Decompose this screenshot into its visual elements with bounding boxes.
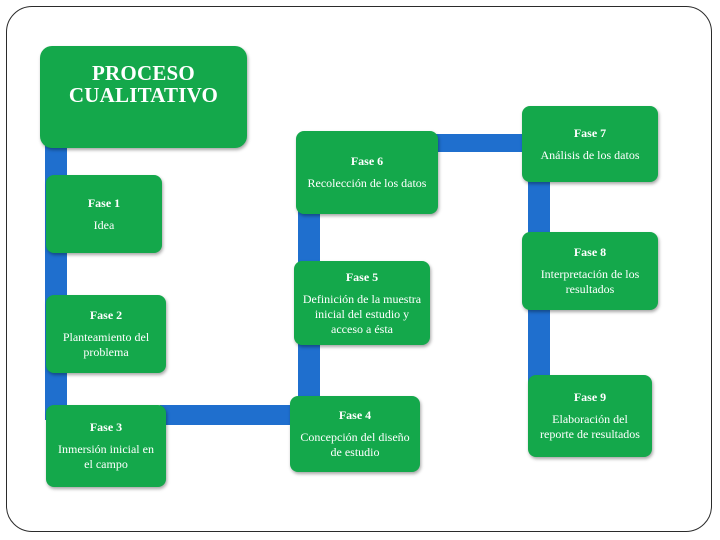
phase-7-box: Fase 7 Análisis de los datos (522, 106, 658, 182)
phase-label: Fase 2 (89, 308, 123, 322)
phase-label: Fase 4 (338, 408, 372, 422)
phase-2-box: Fase 2 Planteamiento del problema (46, 295, 166, 373)
phase-3-box: Fase 3 Inmersión inicial en el campo (46, 405, 166, 487)
phase-1-box: Fase 1 Idea (46, 175, 162, 253)
phase-label: Fase 3 (89, 420, 123, 434)
title-box: PROCESO CUALITATIVO (40, 46, 247, 148)
phase-6-box: Fase 6 Recolección de los datos (296, 131, 438, 214)
phase-9-box: Fase 9 Elaboración del reporte de result… (528, 375, 652, 457)
phase-label: Fase 9 (573, 390, 607, 404)
phase-description: Inmersión inicial en el campo (58, 442, 154, 471)
phase-description: Planteamiento del problema (62, 330, 150, 359)
connector-phase-3-to-phase-4 (160, 405, 300, 425)
phase-description: Definición de la muestra inicial del est… (302, 291, 422, 336)
phase-description: Idea (93, 217, 115, 232)
phase-label: Fase 8 (573, 245, 607, 259)
connector-phase-6-to-phase-7 (430, 134, 530, 152)
phase-5-box: Fase 5 Definición de la muestra inicial … (294, 261, 430, 345)
phase-8-box: Fase 8 Interpretación de los resultados (522, 232, 658, 310)
phase-label: Fase 6 (350, 154, 384, 168)
diagram-title: PROCESO CUALITATIVO (68, 61, 219, 107)
phase-description: Concepción del diseño de estudio (300, 430, 410, 459)
phase-4-box: Fase 4 Concepción del diseño de estudio (290, 396, 420, 472)
phase-label: Fase 1 (87, 195, 121, 210)
phase-description: Análisis de los datos (540, 147, 640, 162)
phase-description: Interpretación de los resultados (540, 267, 640, 296)
phase-label: Fase 7 (573, 125, 607, 140)
phase-description: Recolección de los datos (307, 176, 427, 190)
phase-label: Fase 5 (345, 269, 379, 284)
phase-description: Elaboración del reporte de resultados (540, 412, 640, 441)
slide-frame (6, 6, 712, 532)
